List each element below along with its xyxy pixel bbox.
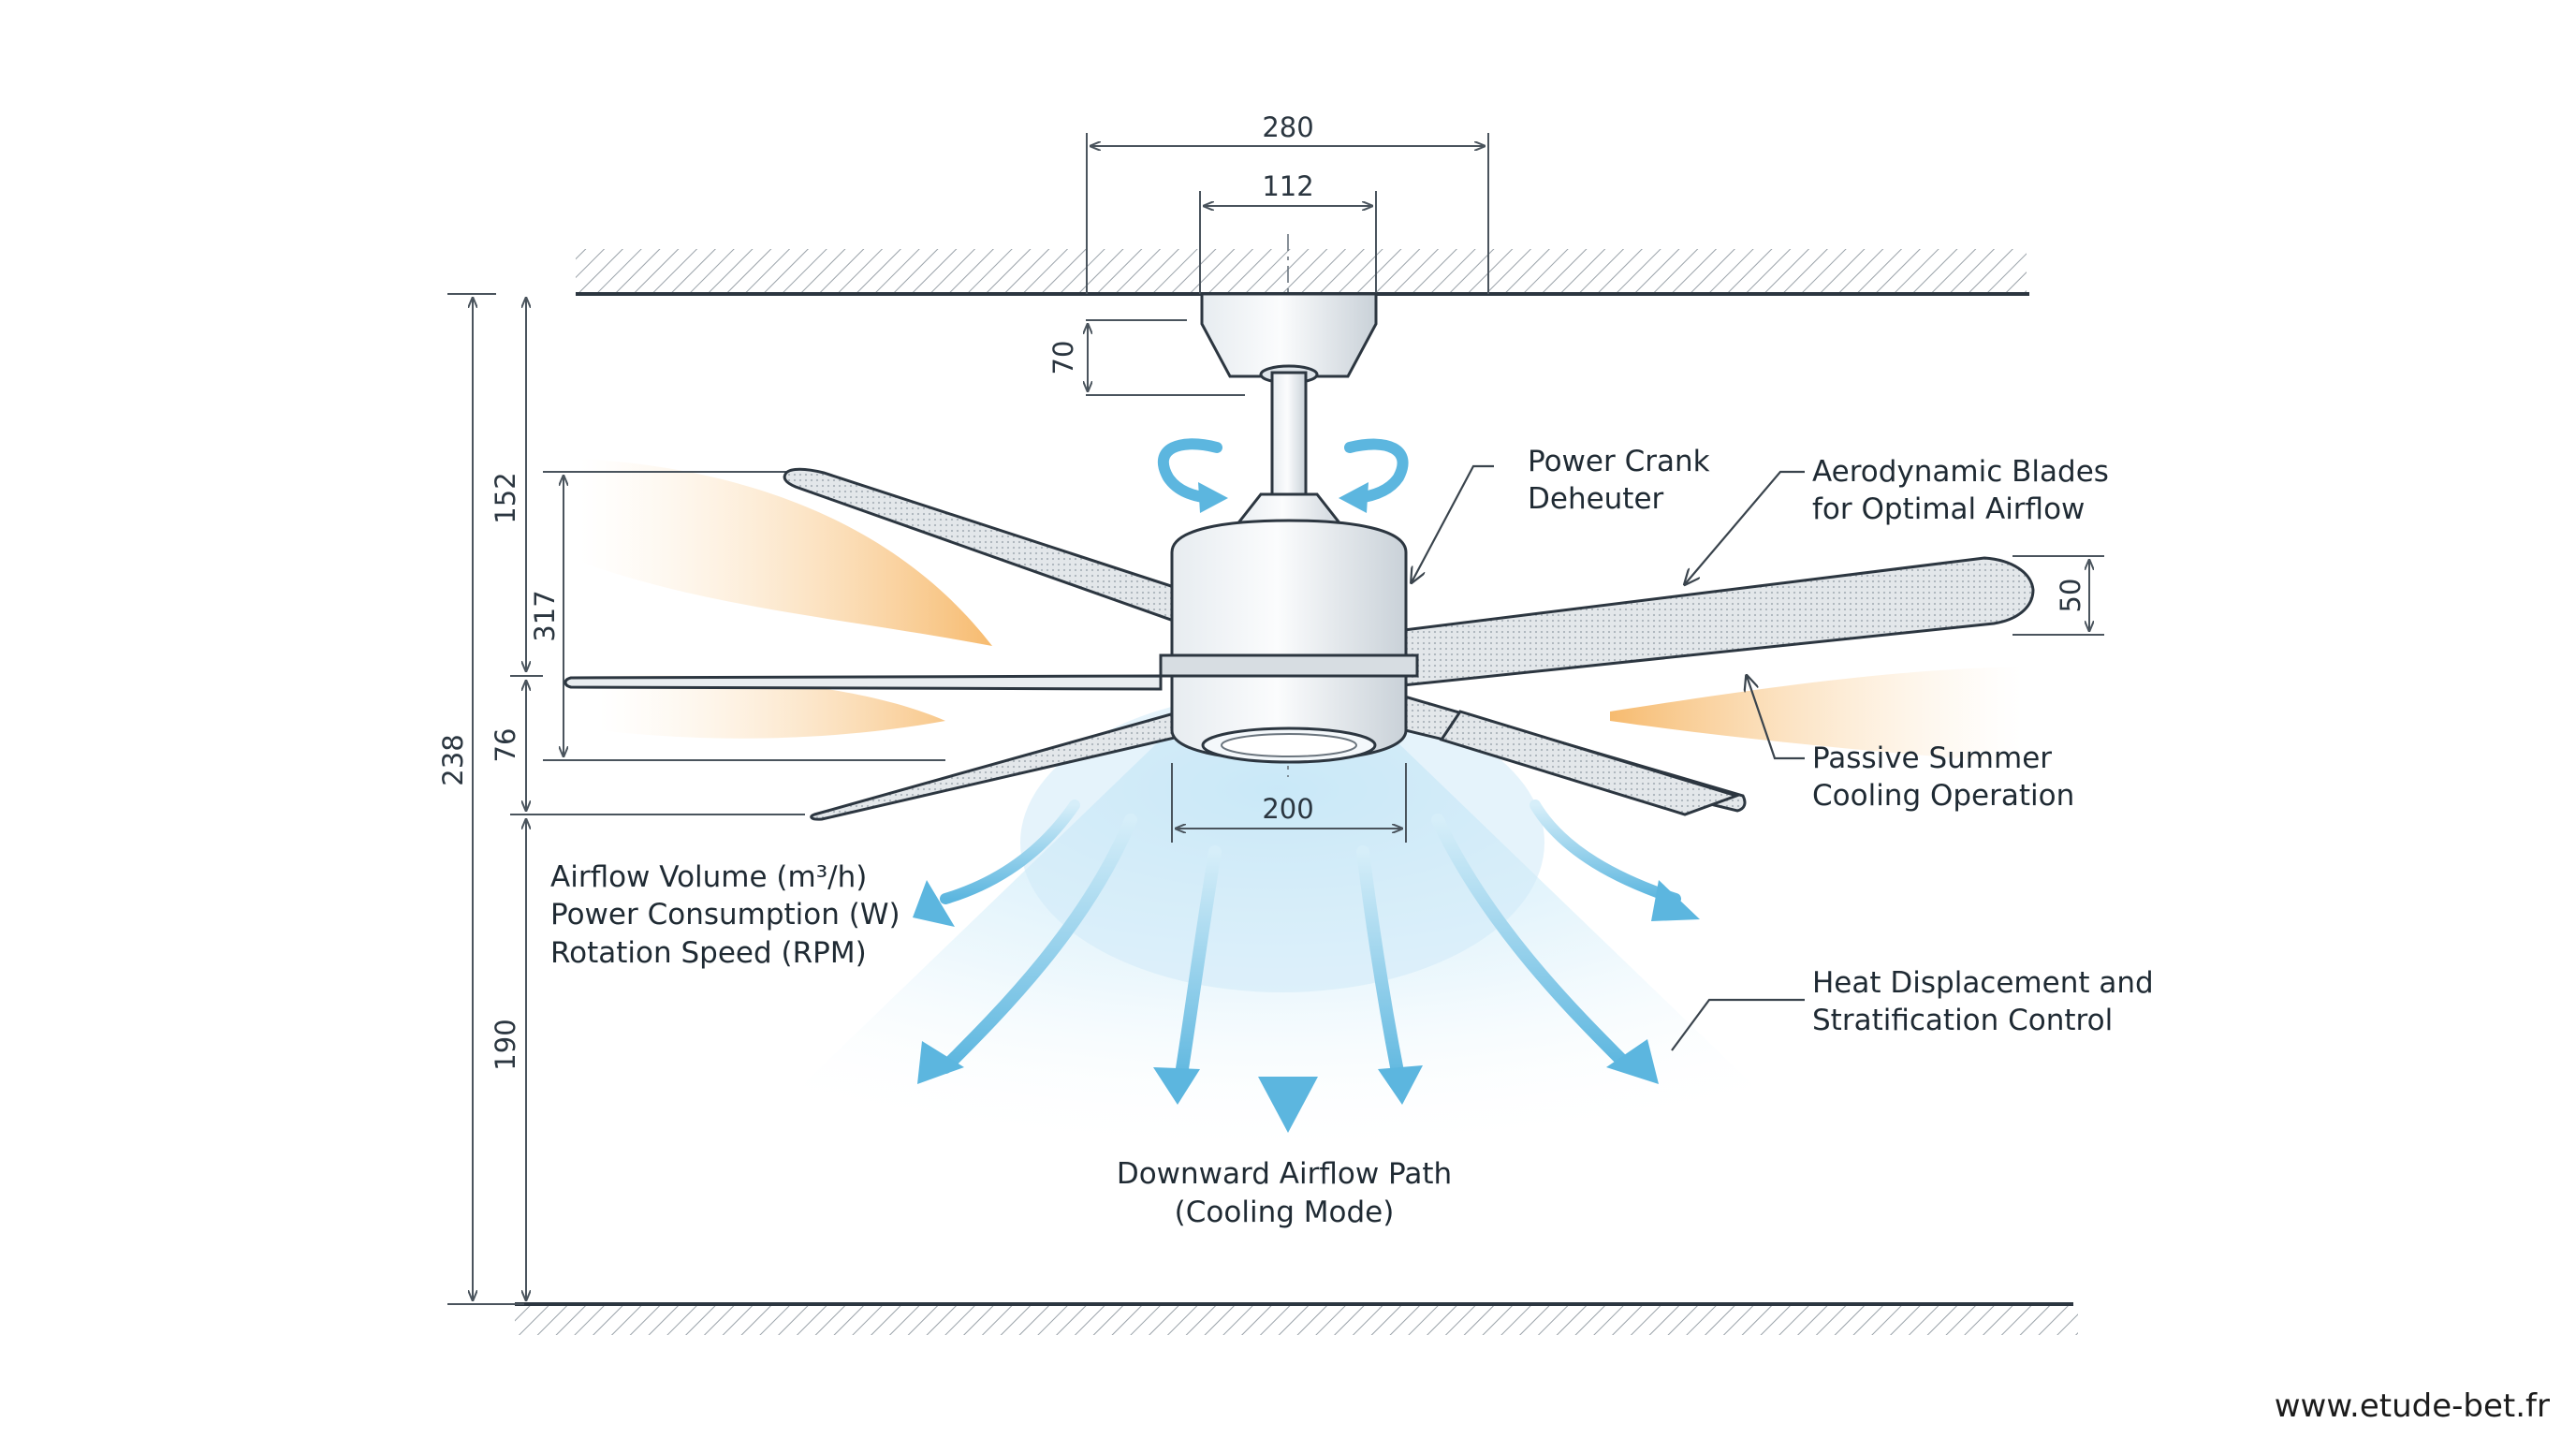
dim-238: 238 (437, 734, 469, 785)
label-aero-blades: Aerodynamic Blades (1812, 455, 2109, 489)
dim-50: 50 (2055, 579, 2086, 613)
label-cooling-mode: (Cooling Mode) (1175, 1196, 1395, 1229)
floor-plane (515, 1302, 2078, 1335)
dim-280: 280 (1262, 111, 1313, 143)
dim-70: 70 (1047, 341, 1079, 375)
callout-labels: Power Crank Deheuter Aerodynamic Blades … (550, 445, 2154, 1229)
label-power-consumption: Power Consumption (W) (550, 898, 900, 932)
ceiling-plane (576, 249, 2029, 296)
label-stratification: Stratification Control (1812, 1004, 2113, 1037)
dim-317: 317 (529, 590, 561, 641)
blade-thickness-dimension (2012, 555, 2104, 636)
label-heat-displacement: Heat Displacement and (1812, 966, 2154, 1000)
dim-76: 76 (490, 728, 521, 763)
label-optimal-airflow: for Optimal Airflow (1812, 492, 2085, 526)
label-deheuter: Deheuter (1528, 482, 1664, 516)
downward-airflow-arrows (913, 800, 1700, 1133)
light-kit-dimension (1171, 763, 1407, 843)
fan-blades (564, 467, 2035, 821)
dim-200: 200 (1262, 793, 1313, 825)
callout-leaders (1412, 464, 1805, 1051)
dim-152: 152 (490, 472, 521, 523)
dimension-values: 280 112 70 152 317 76 238 190 50 200 (437, 111, 2086, 1071)
label-rotation-speed: Rotation Speed (RPM) (550, 936, 867, 970)
fan-motor-housing (1159, 292, 1419, 764)
cool-airflow-glow (646, 693, 1910, 1236)
watermark-url: www.etude-bet.fr (2274, 1387, 2550, 1425)
label-passive-summer: Passive Summer (1812, 741, 2052, 775)
rotation-arrows (1157, 438, 1409, 513)
label-downward-airflow: Downward Airflow Path (1117, 1157, 1452, 1191)
dim-190: 190 (490, 1019, 521, 1070)
left-dimensions (447, 293, 945, 1305)
dim-112: 112 (1262, 170, 1313, 202)
label-power-crank: Power Crank (1528, 445, 1710, 478)
label-cooling-operation: Cooling Operation (1812, 779, 2074, 813)
warm-air-plume (580, 459, 2022, 763)
label-airflow-volume: Airflow Volume (m³/h) (550, 860, 867, 894)
